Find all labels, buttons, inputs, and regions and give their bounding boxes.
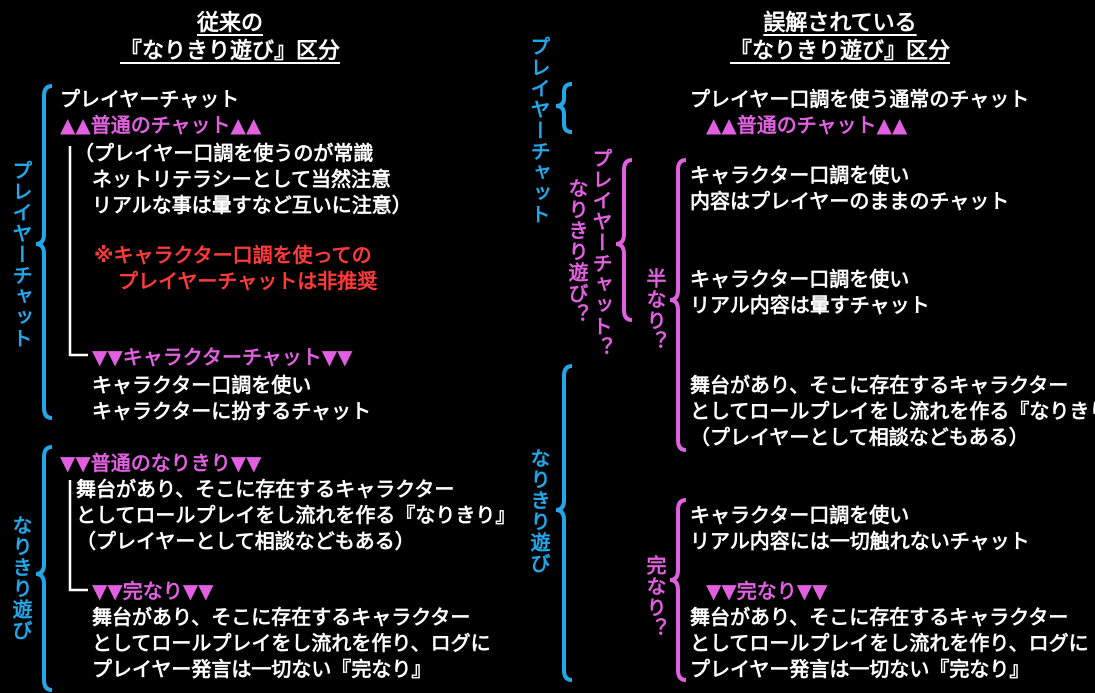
left-warning-line1: ※キャラクター口調を使っての [94, 243, 372, 267]
right-narikiri-brace [555, 364, 573, 682]
left-nari-line2: としてロールプレイをし流れを作る『なりきり』 [76, 503, 516, 527]
left-paren-line3: リアルな事は暈すなど互いに注意） [92, 193, 412, 217]
left-kan-line2: としてロールプレイをし流れを作り、ログに [92, 631, 491, 655]
left-player-chat: プレイヤーチャット [60, 87, 240, 111]
left-paren-line1: （プレイヤー口調を使うのが常識 [74, 141, 374, 165]
right-title: 誤解されている 『なりきり遊び』区分 [720, 10, 960, 66]
right-line-15: プレイヤー発言は一切ない『完なり』 [690, 657, 1030, 681]
left-kan-line1: 舞台があり、そこに存在するキャラクター [92, 605, 471, 629]
right-label-narikiri-q: なりきり遊び？ [565, 178, 589, 325]
left-narikiri-brace [35, 445, 53, 692]
left-title-line2: 『なりきり遊び』区分 [119, 39, 340, 64]
left-label-narikiri: なりきり遊び [9, 515, 33, 641]
right-line-12: ▼▼完なり▼▼ [706, 579, 828, 603]
right-kan-brace [669, 498, 687, 682]
right-line-13: 舞台があり、そこに存在するキャラクター [690, 605, 1069, 629]
left-kan-line3: プレイヤー発言は一切ない『完なり』 [92, 657, 432, 681]
right-title-line2: 『なりきり遊び』区分 [729, 39, 950, 64]
left-char-line2: キャラクターに扮するチャット [92, 399, 371, 423]
right-label-han: 半なり？ [643, 268, 667, 352]
left-kan-header: ▼▼完なり▼▼ [92, 579, 214, 603]
left-normal-nari-header: ▼▼普通のなりきり▼▼ [60, 451, 262, 475]
right-line-10: キャラクター口調を使い [690, 503, 910, 527]
right-line-7: 舞台があり、そこに存在するキャラクター [690, 373, 1069, 397]
right-title-line1: 誤解されている [763, 11, 917, 36]
right-line-11: リアル内容には一切触れないチャット [690, 529, 1030, 553]
left-normal-chat-header: ▲▲普通のチャット▲▲ [60, 113, 262, 137]
left-title: 従来の 『なりきり遊び』区分 [110, 10, 350, 66]
left-player-chat-brace [35, 84, 53, 420]
left-char-line1: キャラクター口調を使い [92, 373, 312, 397]
right-han-brace [669, 158, 687, 452]
right-line-3: キャラクター口調を使い [690, 163, 910, 187]
left-label-player-chat: プレイヤーチャット [9, 160, 33, 349]
right-label-narikiri: なりきり遊び [527, 448, 551, 574]
right-narikiri-q-brace [615, 158, 633, 322]
left-char-chat-header: ▼▼キャラクターチャット▼▼ [92, 345, 353, 369]
right-label-kan: 完なり？ [643, 555, 667, 639]
right-player-chat-brace [555, 82, 573, 134]
left-player-tree-line [68, 146, 88, 357]
left-nari-tree-line [68, 480, 88, 592]
left-paren-line2: ネットリテラシーとして当然注意 [92, 167, 391, 191]
right-line-9: （プレイヤーとして相談などもある） [690, 425, 1029, 449]
right-label-player-chat: プレイヤーチャット [527, 36, 551, 225]
right-line-8: としてロールプレイをし流れを作る『なりきり』 [690, 399, 1095, 423]
right-line-6: リアル内容は暈すチャット [690, 293, 930, 317]
left-nari-line1: 舞台があり、そこに存在するキャラクター [76, 477, 455, 501]
right-line-5: キャラクター口調を使い [690, 267, 910, 291]
right-line-14: としてロールプレイをし流れを作り、ログに [690, 631, 1089, 655]
left-warning-line2: プレイヤーチャットは非推奨 [118, 269, 378, 293]
right-label-player-chat-q: プレイヤーチャット？ [589, 148, 613, 358]
left-nari-line3: （プレイヤーとして相談などもある） [76, 529, 415, 553]
right-line-4: 内容はプレイヤーのままのチャット [690, 189, 1010, 213]
right-line-2: ▲▲普通のチャット▲▲ [706, 113, 908, 137]
right-line-1: プレイヤー口調を使う通常のチャット [690, 87, 1030, 111]
left-title-line1: 従来の [196, 11, 263, 36]
